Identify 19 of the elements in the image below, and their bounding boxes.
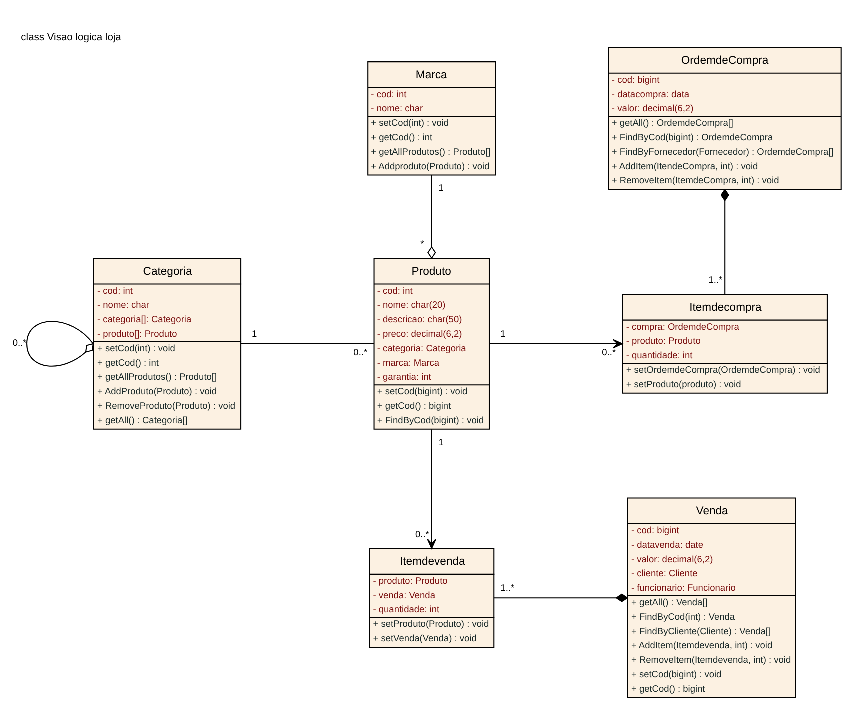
connector <box>26 320 94 366</box>
arrow <box>427 429 437 549</box>
label: 0..* <box>354 347 368 358</box>
connector <box>720 188 730 294</box>
label: 1 <box>252 328 258 338</box>
connector <box>494 593 629 602</box>
diagram-title: class Visao logica loja <box>21 32 122 43</box>
connector <box>428 174 436 259</box>
label: * <box>420 238 424 249</box>
label: 1..* <box>708 274 723 285</box>
label: 0..* <box>602 347 616 358</box>
arrow <box>490 338 624 348</box>
label: 1 <box>438 436 444 447</box>
label: 0..* <box>12 338 27 348</box>
label: 1 <box>500 328 506 338</box>
connector <box>241 342 374 344</box>
label: 1..* <box>500 582 515 592</box>
label: 1 <box>438 182 444 193</box>
label: 0..* <box>415 528 430 539</box>
